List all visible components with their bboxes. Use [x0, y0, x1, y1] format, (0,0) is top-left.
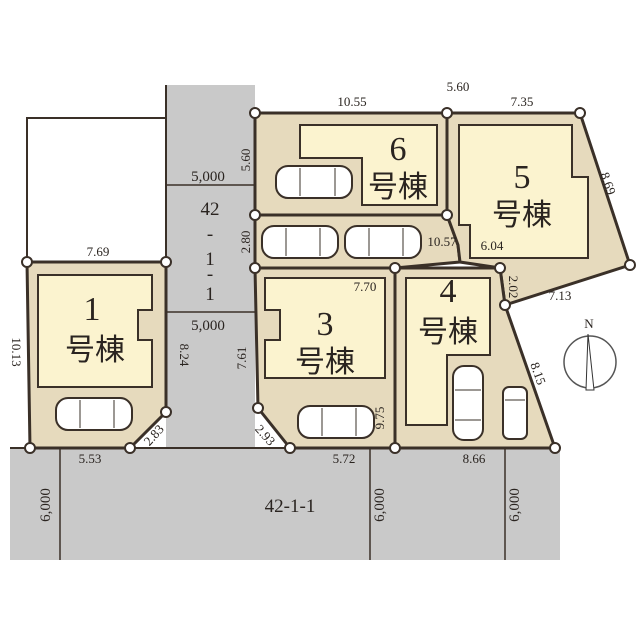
svg-text:5.72: 5.72 — [333, 451, 356, 466]
svg-text:10.57: 10.57 — [427, 234, 457, 249]
svg-text:6.04: 6.04 — [481, 238, 504, 253]
front-road — [10, 448, 560, 560]
building-5 — [458, 124, 589, 259]
svg-text:8.66: 8.66 — [463, 451, 486, 466]
svg-text:8.15: 8.15 — [527, 360, 549, 387]
lot-3-number: 3 — [317, 306, 334, 343]
neighbor-lot — [26, 117, 166, 262]
car-icon — [297, 405, 375, 439]
svg-text:8.24: 8.24 — [177, 344, 192, 367]
car-icon — [452, 365, 484, 441]
svg-text:2.02: 2.02 — [506, 276, 521, 299]
side-road-label: 42 — [201, 199, 220, 220]
svg-text:7.35: 7.35 — [511, 94, 534, 109]
car-icon — [55, 397, 133, 431]
building-4 — [405, 277, 491, 426]
lot-1-suffix: 号棟 — [65, 333, 125, 368]
side-road-label: - — [207, 224, 213, 245]
building-3 — [264, 277, 386, 379]
side-road-label: 1 — [205, 249, 215, 270]
boundary-points — [21, 107, 636, 454]
car-icon — [261, 225, 339, 259]
svg-text:7.69: 7.69 — [87, 244, 110, 259]
road-width: 6,000 — [372, 488, 388, 522]
road-width: 5,000 — [191, 318, 225, 334]
car-icon — [502, 386, 528, 440]
side-road — [166, 85, 255, 450]
side-road-label: 1 — [205, 284, 215, 305]
svg-text:5.60: 5.60 — [238, 149, 253, 172]
lot-3-suffix: 号棟 — [295, 345, 355, 380]
svg-text:10.13: 10.13 — [9, 337, 24, 366]
svg-text:10.55: 10.55 — [337, 94, 366, 109]
car-icon — [344, 225, 422, 259]
svg-text:7.70: 7.70 — [354, 279, 377, 294]
svg-text:2.80: 2.80 — [238, 231, 253, 254]
svg-text:5.60: 5.60 — [447, 79, 470, 94]
road-width: 6,000 — [507, 488, 523, 522]
road-width: 6,000 — [38, 488, 54, 522]
svg-text:9.75: 9.75 — [372, 407, 387, 430]
lot-5-suffix: 号棟 — [492, 198, 552, 233]
lot-1-number: 1 — [84, 291, 101, 328]
lot-4-suffix: 号棟 — [418, 315, 478, 350]
svg-text:7.61: 7.61 — [234, 347, 249, 370]
road-width: 5,000 — [191, 169, 225, 185]
building-6 — [299, 124, 438, 206]
lot-6-suffix: 号棟 — [368, 170, 428, 205]
lot-4-number: 4 — [440, 273, 457, 310]
front-road-label: 42-1-1 — [265, 496, 316, 517]
compass-north-label: N — [584, 316, 594, 331]
lot-5-number: 5 — [514, 159, 531, 196]
lot-6-number: 6 — [390, 131, 407, 168]
svg-text:8.69: 8.69 — [597, 170, 619, 197]
side-road-label: - — [207, 264, 213, 285]
svg-text:7.13: 7.13 — [549, 288, 572, 303]
building-1 — [37, 274, 153, 388]
north-compass-icon: N — [563, 316, 617, 391]
car-icon — [275, 165, 353, 199]
svg-text:5.53: 5.53 — [79, 451, 102, 466]
